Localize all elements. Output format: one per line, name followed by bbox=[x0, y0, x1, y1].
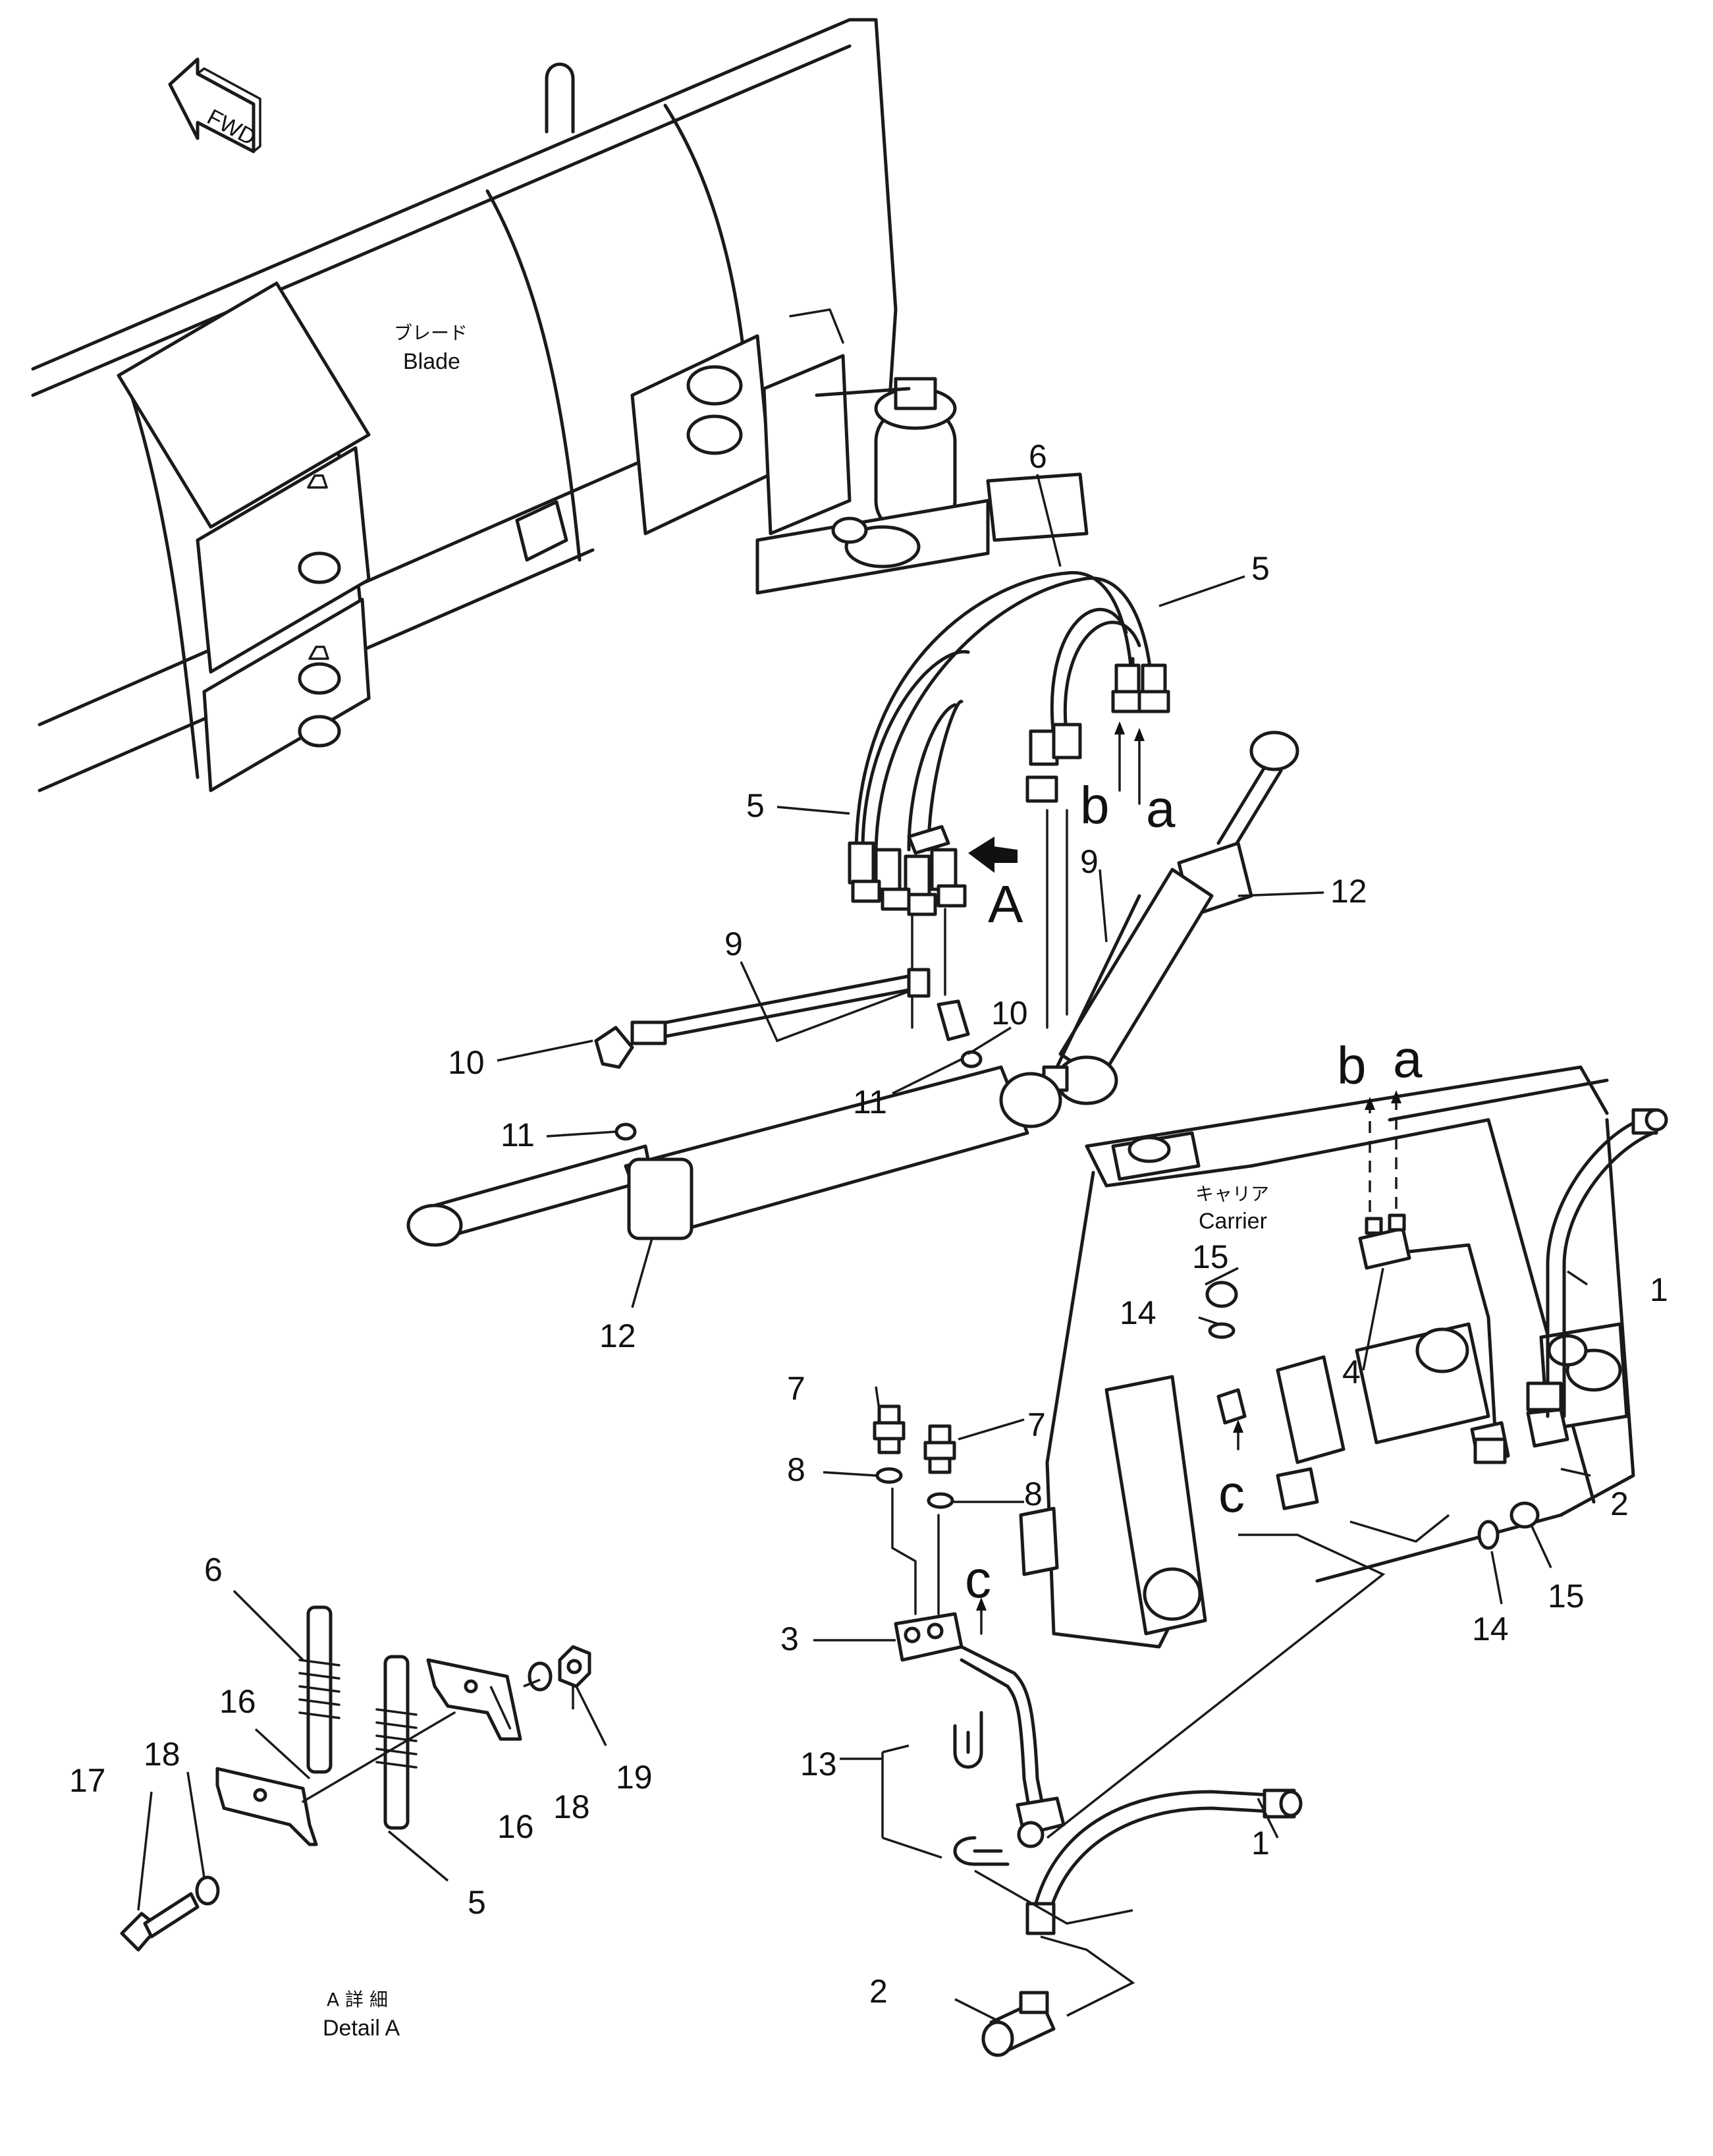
callout-2-carrier: 2 bbox=[1610, 1485, 1629, 1522]
callout-7-right: 7 bbox=[1027, 1406, 1046, 1443]
carrier-label-jp: キャリア bbox=[1195, 1183, 1269, 1205]
callout-8-right: 8 bbox=[1024, 1476, 1043, 1512]
letter-a-top: a bbox=[1146, 779, 1176, 838]
blade-label-en: Blade bbox=[403, 349, 460, 374]
callout-18-right: 18 bbox=[553, 1788, 590, 1825]
blade-assembly: ブレード Blade bbox=[31, 18, 1089, 792]
detail-a-group: A 詳 細 Detail A bbox=[120, 1605, 591, 2041]
callout-8-left: 8 bbox=[787, 1451, 805, 1488]
block-4-assembly bbox=[1358, 1108, 1668, 1464]
nipple-7-right bbox=[923, 1424, 956, 1474]
carrier-label-en: Carrier bbox=[1199, 1209, 1267, 1234]
hose-bundle-upper bbox=[848, 571, 1170, 916]
callout-lines bbox=[137, 474, 1591, 2024]
letter-b-top: b bbox=[1080, 776, 1110, 835]
callout-5-left: 5 bbox=[746, 787, 765, 824]
callout-12-upper: 12 bbox=[1330, 873, 1367, 910]
u-bolt-13-lower bbox=[953, 1836, 1010, 1866]
callout-3: 3 bbox=[780, 1620, 799, 1657]
callout-7-left: 7 bbox=[787, 1370, 805, 1407]
callout-9-mid: 9 bbox=[724, 926, 743, 962]
callout-12-lower: 12 bbox=[599, 1317, 636, 1354]
view-marker-a: A bbox=[988, 875, 1023, 933]
callout-14-upper: 14 bbox=[1120, 1294, 1156, 1331]
callout-5-detail: 5 bbox=[468, 1884, 486, 1921]
callout-6-detail: 6 bbox=[204, 1551, 223, 1588]
callout-6-top: 6 bbox=[1029, 438, 1047, 475]
u-bolt-13-upper bbox=[953, 1711, 983, 1769]
elbow-2-lower bbox=[981, 1991, 1056, 2057]
callout-16-left: 16 bbox=[219, 1683, 256, 1720]
nut-washer-upper bbox=[1205, 1281, 1238, 1339]
callout-19: 19 bbox=[616, 1759, 653, 1796]
callout-18-left: 18 bbox=[144, 1736, 180, 1773]
nut-washer-lower bbox=[1477, 1501, 1540, 1550]
cylinder-12-lower bbox=[406, 1065, 1062, 1247]
callout-2-lower: 2 bbox=[869, 1973, 888, 2010]
callout-4: 4 bbox=[1342, 1354, 1361, 1391]
block-3-assembly bbox=[891, 1487, 1066, 1848]
letter-a-carrier: a bbox=[1393, 1030, 1423, 1088]
callout-11-right: 11 bbox=[853, 1084, 887, 1120]
cylinder-12-upper bbox=[1042, 731, 1299, 1105]
callout-15-lower: 15 bbox=[1548, 1578, 1585, 1615]
detail-a-caption-jp: A 詳 細 bbox=[327, 1989, 388, 2010]
carrier-assembly: キャリア Carrier bbox=[1019, 1065, 1635, 1649]
forward-arrow-icon: FWD bbox=[168, 57, 261, 153]
callout-15-upper: 15 bbox=[1192, 1238, 1229, 1275]
callout-1-lower: 1 bbox=[1251, 1825, 1270, 1862]
hose-5-detail bbox=[383, 1655, 410, 1830]
callout-9-upper: 9 bbox=[1080, 843, 1099, 880]
callout-1-carrier: 1 bbox=[1650, 1271, 1668, 1308]
callout-numbers: 6 5 5 9 12 9 10 10 11 11 12 1 15 14 4 7 … bbox=[69, 438, 1668, 2010]
hose-1-lower bbox=[1025, 1788, 1303, 1935]
callout-14-lower: 14 bbox=[1472, 1611, 1509, 1647]
view-a-arrow-icon bbox=[968, 837, 1018, 873]
callout-10-left: 10 bbox=[448, 1044, 485, 1081]
letter-c-pipe: c bbox=[965, 1550, 991, 1609]
connection-arrows-carrier bbox=[1233, 1090, 1401, 1451]
callout-10-right: 10 bbox=[991, 995, 1028, 1032]
letter-b-carrier: b bbox=[1337, 1036, 1367, 1095]
letter-c-carrier: c bbox=[1218, 1464, 1245, 1523]
oring-8-left bbox=[875, 1467, 903, 1484]
callout-5-top: 5 bbox=[1251, 550, 1270, 587]
detail-a-caption-en: Detail A bbox=[323, 2016, 400, 2041]
callout-11-left: 11 bbox=[501, 1117, 535, 1153]
callout-13: 13 bbox=[800, 1746, 837, 1783]
oring-8-right bbox=[927, 1492, 954, 1509]
nipple-7-left bbox=[873, 1404, 906, 1454]
callout-16-right: 16 bbox=[497, 1808, 534, 1845]
callout-17: 17 bbox=[69, 1762, 106, 1799]
pipe-9-assembly bbox=[594, 968, 983, 1141]
blade-label-jp: ブレード bbox=[394, 322, 468, 344]
